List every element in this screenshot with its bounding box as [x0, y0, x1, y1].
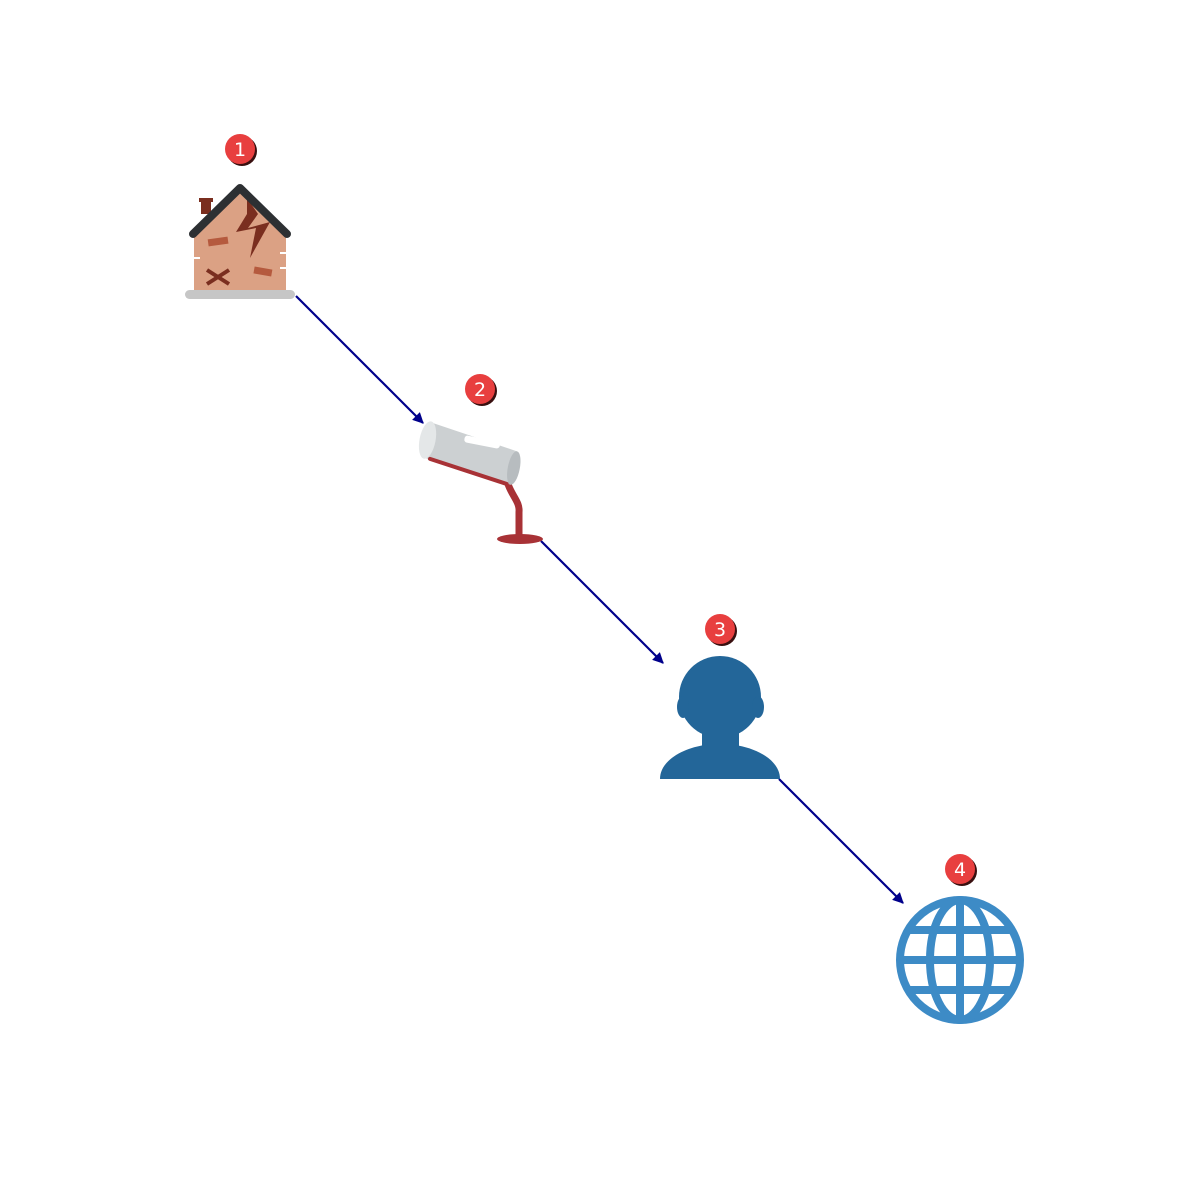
step-1-node: 1 — [185, 134, 295, 299]
step-badge-label: 1 — [234, 139, 246, 161]
step-badge: 4 — [945, 854, 977, 886]
arrow-2-to-3 — [540, 540, 664, 664]
step-2-node: 2 — [418, 374, 543, 544]
step-4-node: 4 — [896, 854, 1024, 1024]
step-badge: 2 — [465, 374, 497, 406]
globe-icon — [896, 896, 1024, 1024]
step-badge: 1 — [225, 134, 257, 166]
step-badge-label: 3 — [714, 619, 726, 641]
derelict-house-icon — [185, 184, 295, 299]
step-badge-label: 4 — [954, 859, 966, 881]
step-3-node: 3 — [660, 614, 780, 779]
arrow-3-to-4 — [778, 778, 904, 904]
step-badge: 3 — [705, 614, 737, 646]
arrow-1-to-2 — [295, 295, 424, 424]
step-badge-label: 2 — [474, 379, 486, 401]
person-silhouette-icon — [660, 656, 780, 779]
spilled-glass-icon — [418, 421, 543, 544]
